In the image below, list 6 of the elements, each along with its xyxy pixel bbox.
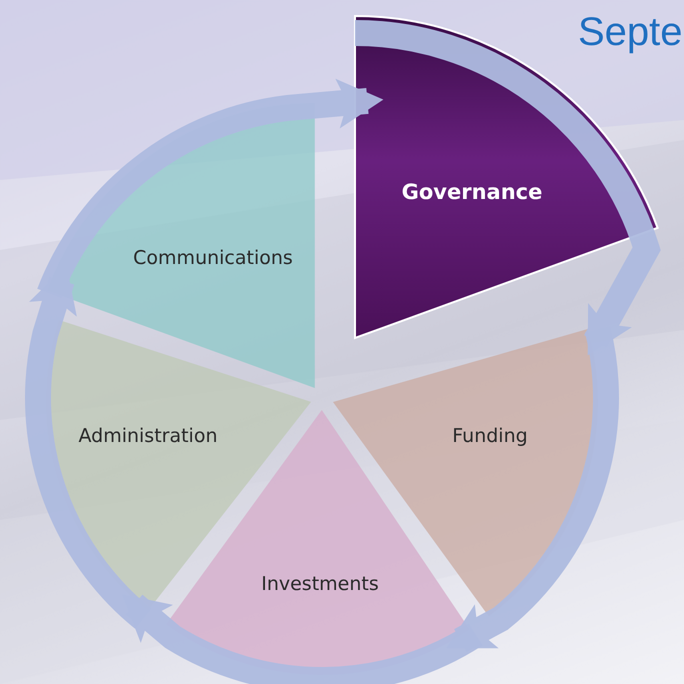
segment-label: Governance bbox=[402, 180, 542, 204]
segment-label: Administration bbox=[78, 424, 218, 447]
slide-title: Septe bbox=[578, 10, 683, 55]
segment-label: Funding bbox=[452, 424, 528, 447]
segment-label: Investments bbox=[261, 572, 379, 595]
segment-label: Communications bbox=[133, 246, 293, 269]
